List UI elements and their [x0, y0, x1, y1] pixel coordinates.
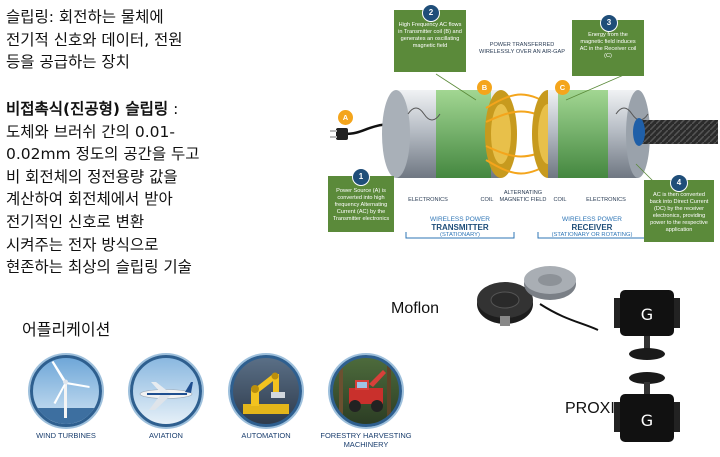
- coil-label-right: COIL: [553, 197, 567, 203]
- callout-badge-2: 2: [422, 4, 440, 22]
- transmitter-label: WIRELESS POWER TRANSMITTER (STATIONARY): [430, 216, 490, 238]
- intro-text: 슬립링: 회전하는 물체에 전기적 신호와 데이터, 전원 등을 공급하는 장치: [6, 6, 296, 74]
- contactless-title: 비접촉식(진공형) 슬립링: [6, 100, 169, 118]
- callout-badge-4: 4: [670, 174, 688, 192]
- callout-badge-1: 1: [352, 168, 370, 186]
- coil-label-left: COIL: [480, 197, 494, 203]
- air-gap-label: POWER TRANSFERRED WIRELESSLY OVER AN AIR…: [479, 42, 565, 55]
- callout-badge-3: 3: [600, 14, 618, 32]
- svg-text:G: G: [641, 411, 653, 430]
- contactless-line: 현존하는 최상의 슬립링 기술: [6, 258, 192, 277]
- contactless-description: 비접촉식(진공형) 슬립링 : 도체와 브러쉬 간의 0.01- 0.02mm …: [6, 98, 306, 279]
- proxi-product-image: G G: [614, 290, 680, 442]
- callout-box-4: AC is then converted back into Direct Cu…: [644, 180, 714, 242]
- moflon-label: Moflon: [391, 300, 440, 317]
- marker-b: B: [477, 80, 492, 95]
- forestry-machine-icon: [330, 355, 402, 427]
- contactless-line: 비 회전체의 정전용량 값을: [6, 167, 178, 186]
- receiver-label: WIRELESS POWER RECEIVER (STATIONARY OR R…: [551, 216, 633, 238]
- marker-a: A: [338, 110, 353, 125]
- robot-arm-icon: [230, 355, 302, 427]
- intro-line: 슬립링: 회전하는 물체에: [6, 8, 164, 26]
- electronics-label-right: ELECTRONICS: [586, 197, 626, 203]
- application-automation: AUTOMATION: [218, 355, 314, 440]
- proxi-logo-icon: G: [641, 305, 653, 324]
- application-wind-turbines: WIND TURBINES: [18, 355, 114, 440]
- application-aviation: AVIATION: [118, 355, 214, 440]
- intro-line: 전기적 신호와 데이터, 전원: [6, 30, 183, 49]
- contactless-title-suffix: :: [168, 100, 179, 118]
- diagram-illustration: [330, 73, 718, 239]
- wind-turbine-icon: [30, 355, 102, 427]
- proxi-label: PROXI: [565, 400, 615, 417]
- contactless-line: 전기적인 신호로 변환: [6, 212, 145, 231]
- application-label: AVIATION: [149, 431, 183, 440]
- magnetic-field-label: ALTERNATING MAGNETIC FIELD: [499, 190, 547, 203]
- application-forestry: FORESTRY HARVESTING MACHINERY: [318, 355, 414, 449]
- electronics-label-left: ELECTRONICS: [408, 197, 448, 203]
- marker-c: C: [555, 80, 570, 95]
- wireless-power-diagram: High Frequency AC flows in Transmitter c…: [326, 4, 718, 268]
- applications-heading: 어플리케이션: [22, 320, 111, 339]
- contactless-line: 시켜주는 전자 방식으로: [6, 235, 159, 254]
- application-label: WIND TURBINES: [36, 431, 96, 440]
- application-label: AUTOMATION: [241, 431, 291, 440]
- contactless-line: 0.02mm 정도의 공간을 두고: [6, 145, 200, 164]
- airplane-icon: [130, 355, 202, 427]
- application-label: FORESTRY HARVESTING MACHINERY: [320, 431, 412, 449]
- intro-line: 등을 공급하는 장치: [6, 53, 130, 71]
- moflon-product-image: [477, 266, 599, 331]
- contactless-line: 계산하여 회전체에서 받아: [6, 190, 173, 209]
- contactless-line: 도체와 브러쉬 간의 0.01-: [6, 122, 175, 141]
